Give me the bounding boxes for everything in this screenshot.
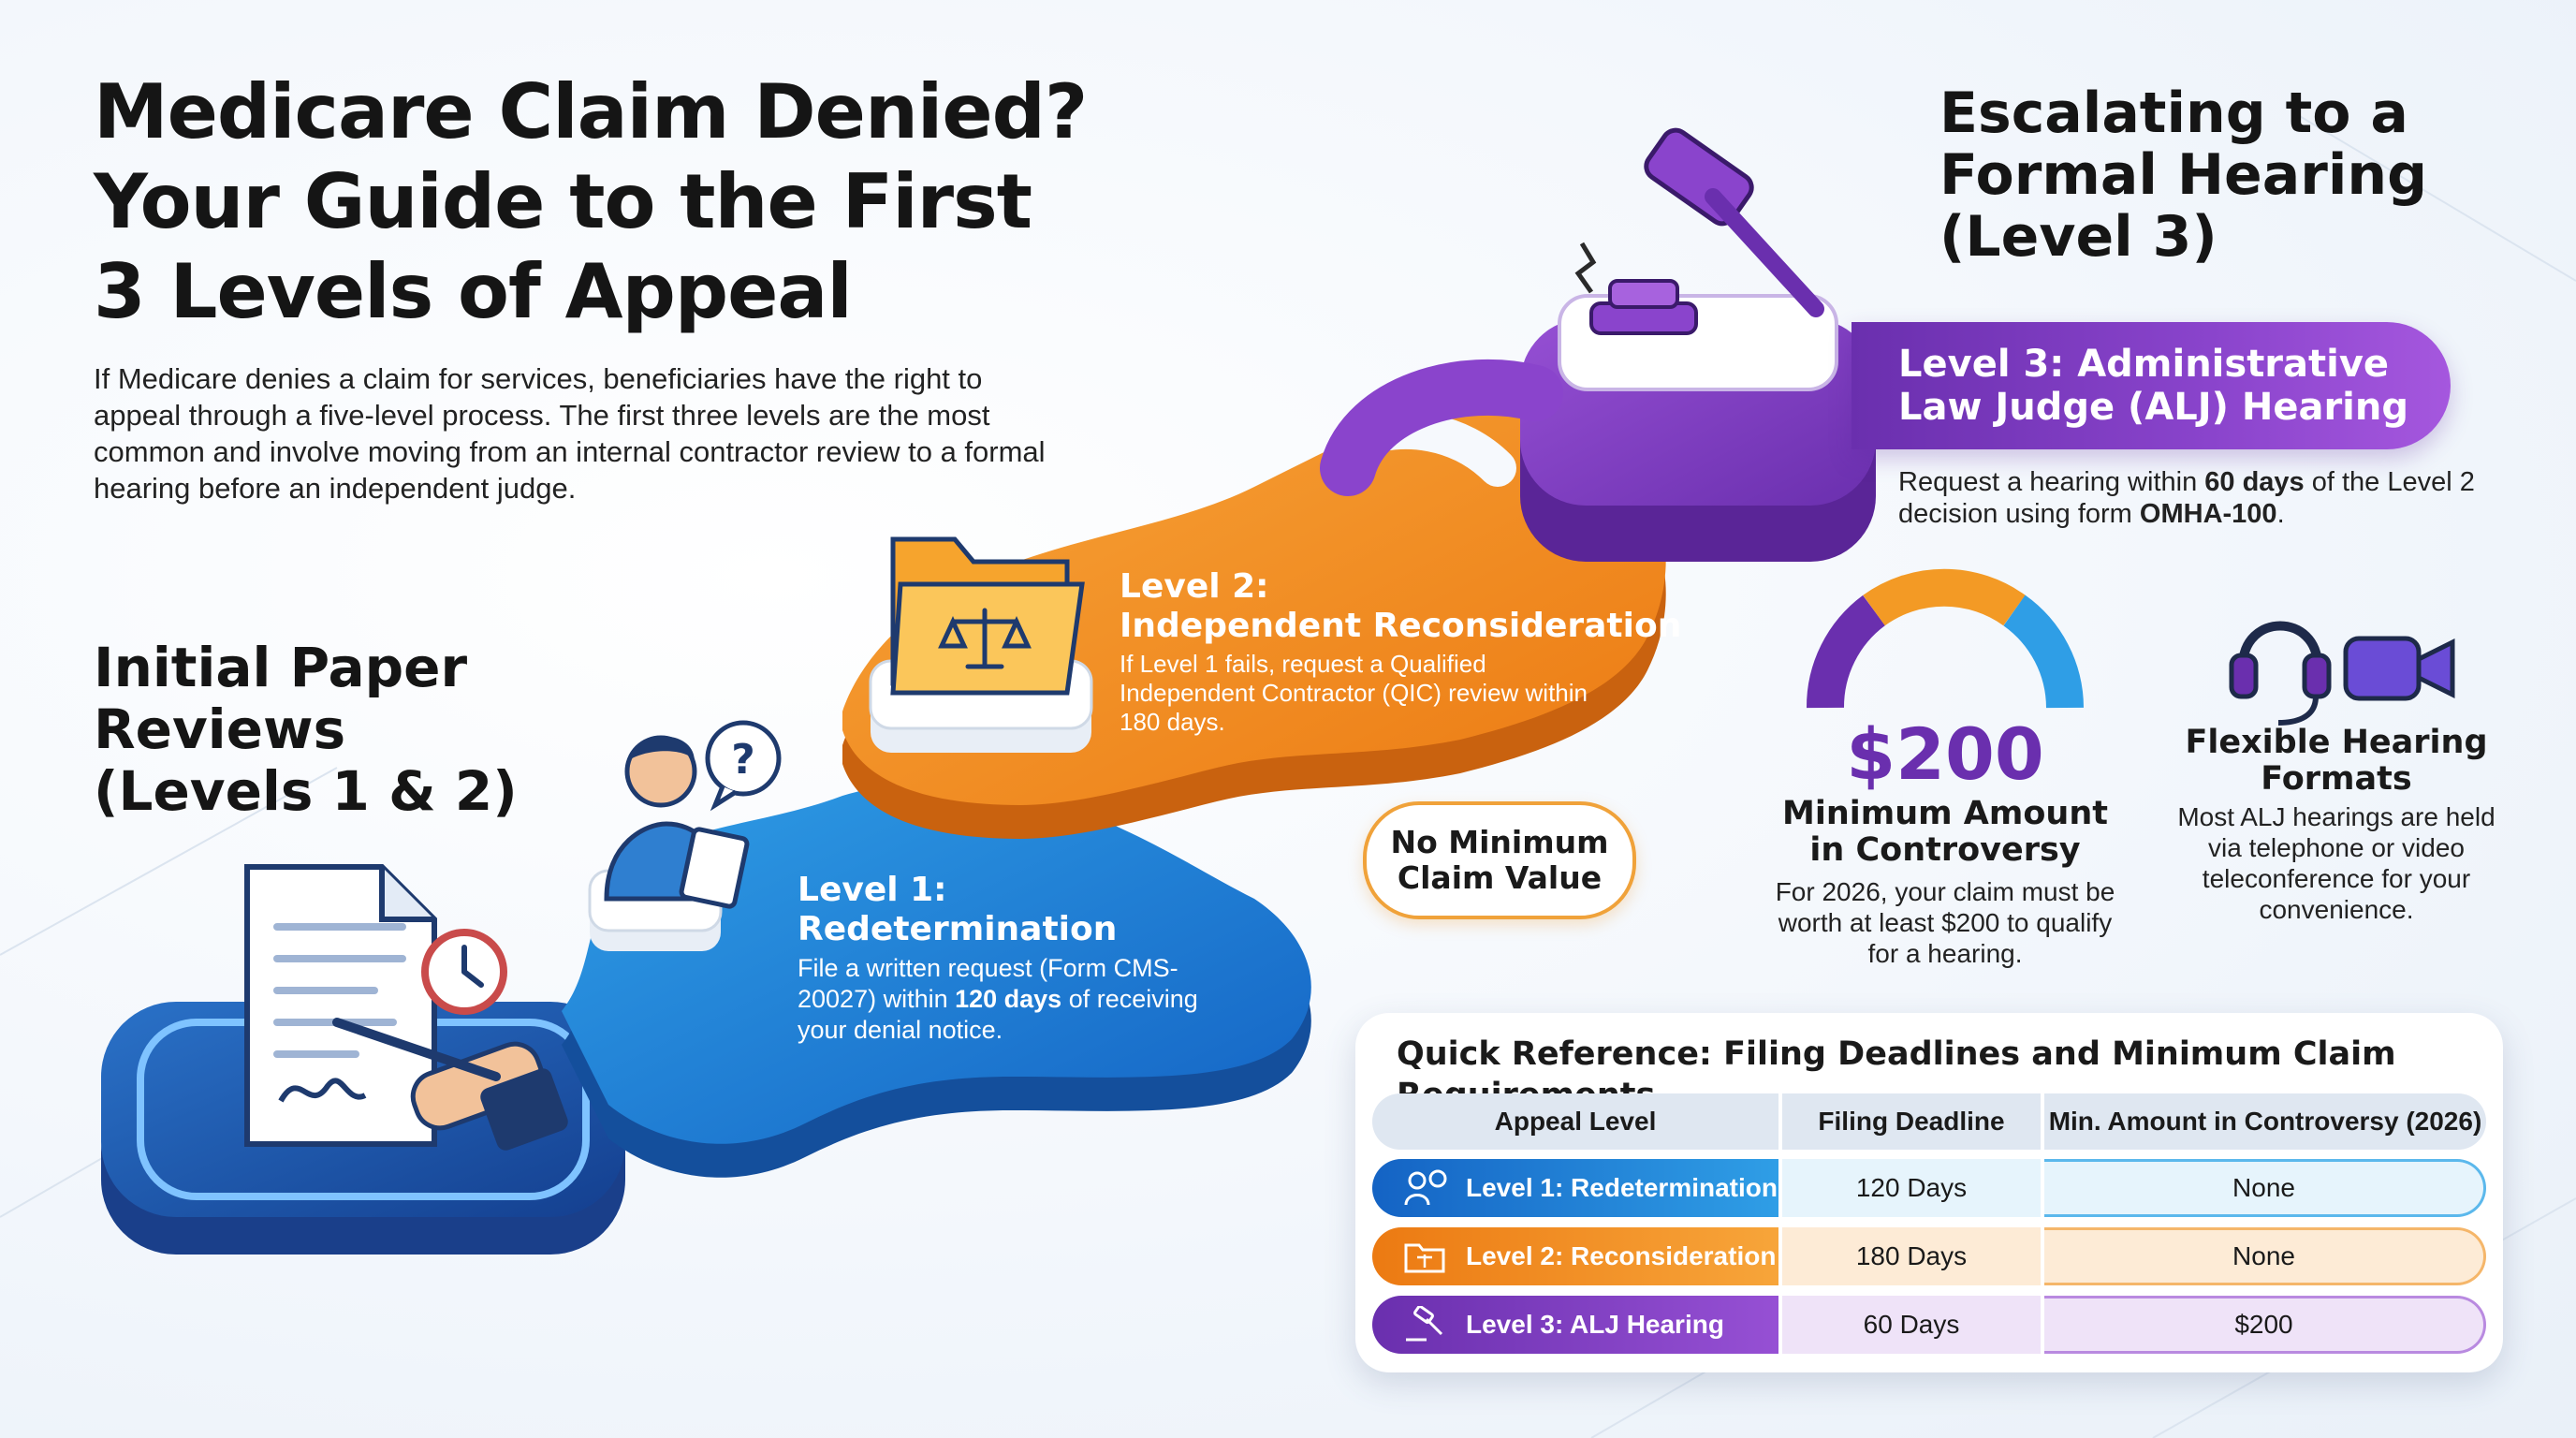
table-row-level1-label: Level 1: Redetermination [1372,1159,1778,1217]
level3-description: Request a hearing within 60 days of the … [1898,467,2475,529]
gavel-icon [1400,1306,1449,1343]
pen-hand-icon [332,1018,568,1151]
level1-title: Level 1: Redetermination [798,871,1118,948]
page-title: Medicare Claim Denied? Your Guide to the… [94,68,1088,335]
question-bubble-icon: ? [705,720,782,812]
document-signature-icon [244,864,437,1147]
gauge-icon [1806,568,2084,709]
folder-scales-icon [869,536,1093,753]
minimum-amount-value: $200 [1846,712,2044,796]
table-cell-level1-minimum: None [2044,1159,2486,1217]
table-row-level2-label: Level 2: Reconsideration [1372,1227,1778,1285]
table-header-filing-deadline: Filing Deadline [1782,1093,2041,1150]
table-cell-level2-deadline: 180 Days [1782,1227,2041,1285]
level3-title: Level 3: Administrative Law Judge (ALJ) … [1898,343,2408,429]
section-heading-formal-hearing: Escalating to a Formal Hearing (Level 3) [1939,81,2428,270]
table-cell-level1-deadline: 120 Days [1782,1159,2041,1217]
headset-icon [2229,621,2332,726]
level3-platform [1320,294,1876,562]
hearing-formats-description: Most ALJ hearings are held via telephone… [2177,802,2496,924]
table-cell-level3-deadline: 60 Days [1782,1296,2041,1354]
person-question-icon [1400,1169,1449,1207]
table-row-level3-label: Level 3: ALJ Hearing [1372,1296,1778,1354]
gavel-icon [1574,127,1824,335]
table-cell-level3-minimum: $200 [2044,1296,2486,1354]
level2-description: If Level 1 fails, request a Qualified In… [1120,650,1588,736]
level3-title-banner [1852,322,2451,449]
table-header-appeal-level: Appeal Level [1372,1093,1778,1150]
video-camera-icon [2343,636,2455,701]
folder-scales-icon [1400,1238,1449,1275]
level1-description: File a written request (Form CMS-20027) … [798,954,1198,1044]
section-heading-initial-reviews: Initial Paper Reviews (Levels 1 & 2) [94,636,518,823]
clock-icon [421,929,507,1015]
level2-title: Level 2: Independent Reconsideration [1120,567,1682,645]
minimum-amount-description: For 2026, your claim must be worth at le… [1775,877,2115,968]
intro-paragraph: If Medicare denies a claim for services,… [94,362,1046,505]
table-header-min-amount: Min. Amount in Controversy (2026) [2044,1093,2486,1150]
svg-text:?: ? [731,736,755,784]
table-cell-level2-minimum: None [2044,1227,2486,1285]
level1-path [562,781,1311,1178]
person-thinking-icon [588,735,750,951]
